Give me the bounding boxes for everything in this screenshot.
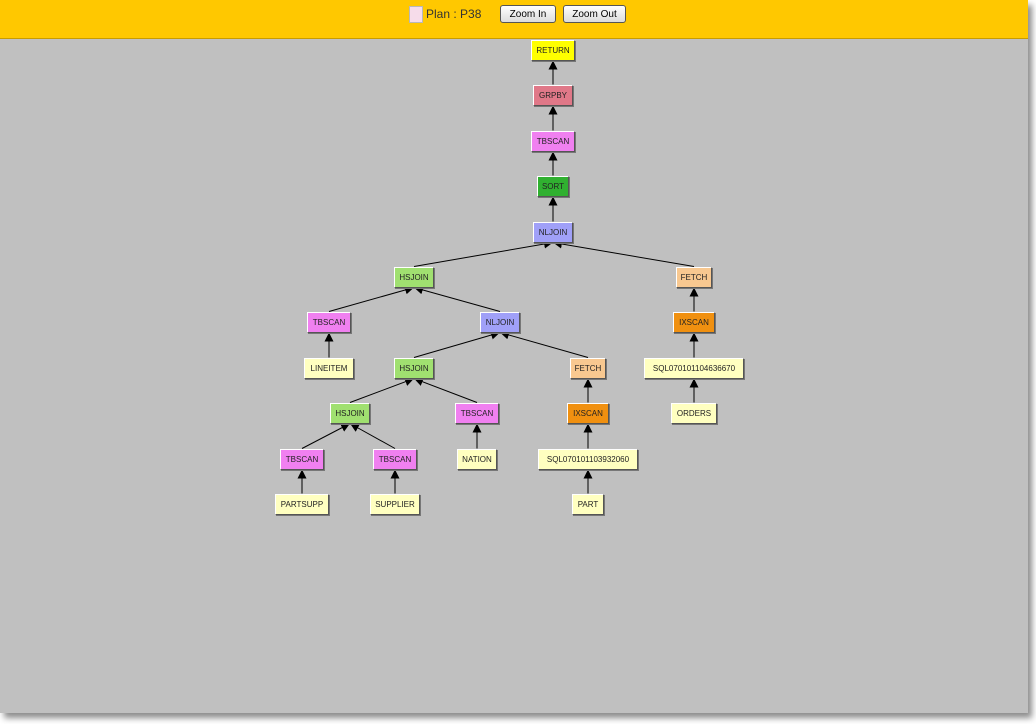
plan-color-swatch [409, 6, 423, 23]
node-ixscan2[interactable]: IXSCAN [567, 402, 609, 424]
zoom-out-button[interactable]: Zoom Out [563, 5, 626, 23]
node-tbscan2[interactable]: TBSCAN [307, 311, 351, 333]
node-supplier[interactable]: SUPPLIER [370, 493, 420, 515]
node-hsjoin2[interactable]: HSJOIN [394, 357, 434, 379]
node-sqlidx1[interactable]: SQL070101103932060 [538, 448, 638, 470]
node-sort[interactable]: SORT [537, 175, 569, 197]
edge-hsjoin3-to-hsjoin2 [349, 377, 415, 403]
plan-window: Plan : P38 Zoom In Zoom Out RETURN GRPBY T… [0, 0, 1028, 713]
edge-tbscan2-to-hsjoin1 [328, 285, 415, 312]
edge-hsjoin1-to-nljoin1 [413, 239, 554, 267]
node-tbscan4[interactable]: TBSCAN [280, 448, 324, 470]
node-lineitem[interactable]: LINEITEM [304, 357, 354, 379]
edge-fetch2-to-nljoin2 [499, 330, 589, 358]
node-hsjoin3[interactable]: HSJOIN [330, 402, 370, 424]
edge-hsjoin2-to-nljoin2 [413, 330, 501, 358]
toolbar: Plan : P38 Zoom In Zoom Out [0, 0, 1028, 39]
node-sqlidx2[interactable]: SQL070101104636670 [644, 357, 744, 379]
edge-tbscan4-to-hsjoin3 [301, 423, 351, 449]
plan-label: Plan : P38 [426, 7, 482, 21]
node-ixscan1[interactable]: IXSCAN [673, 311, 715, 333]
edge-fetch1-to-nljoin1 [552, 239, 695, 267]
node-orders[interactable]: ORDERS [671, 402, 717, 424]
node-tbscan3[interactable]: TBSCAN [455, 402, 499, 424]
node-partsupp[interactable]: PARTSUPP [275, 493, 329, 515]
node-nation[interactable]: NATION [457, 448, 497, 470]
node-fetch2[interactable]: FETCH [570, 357, 606, 379]
node-tbscan5[interactable]: TBSCAN [373, 448, 417, 470]
node-nljoin2[interactable]: NLJOIN [480, 311, 520, 333]
edge-tbscan5-to-hsjoin3 [349, 423, 396, 449]
node-fetch1[interactable]: FETCH [676, 266, 712, 288]
edge-tbscan3-to-hsjoin2 [413, 377, 478, 403]
plan-diagram [297, 60, 699, 494]
node-grpby[interactable]: GRPBY [533, 84, 573, 106]
node-nljoin1[interactable]: NLJOIN [533, 221, 573, 243]
edge-layer [297, 60, 699, 494]
node-hsjoin1[interactable]: HSJOIN [394, 266, 434, 288]
node-part[interactable]: PART [572, 493, 604, 515]
edge-nljoin2-to-hsjoin1 [413, 285, 501, 312]
node-tbscan1[interactable]: TBSCAN [531, 130, 575, 152]
zoom-in-button[interactable]: Zoom In [500, 5, 556, 23]
node-return[interactable]: RETURN [531, 39, 575, 61]
